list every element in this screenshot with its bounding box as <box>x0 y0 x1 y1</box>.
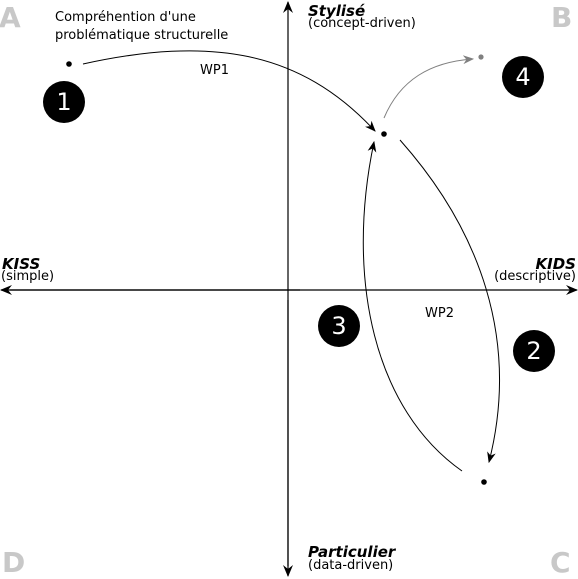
point-top-right <box>478 54 484 60</box>
step-badge-1: 1 <box>43 81 85 123</box>
step-badge-4: 4 <box>502 56 544 98</box>
step-badge-2: 2 <box>513 330 555 372</box>
axis-bottom-title: Particulier <box>308 543 396 561</box>
problem-label-line1: Compréhention d'une <box>55 10 196 25</box>
arrow-wp1 <box>82 50 376 132</box>
axis-top-subtitle: (concept-driven) <box>308 16 416 31</box>
arrow-wp2 <box>399 139 500 464</box>
axis-left-subtitle: (simple) <box>1 269 55 284</box>
arrow-to-4 <box>383 55 475 119</box>
corner-d: D <box>2 546 26 579</box>
axis-top-title: Stylisé <box>308 2 366 20</box>
axis-right-subtitle: (descriptive) <box>494 269 576 284</box>
point-center <box>381 131 387 137</box>
point-start <box>66 61 72 67</box>
corner-b: B <box>551 1 573 34</box>
corner-c: C <box>550 546 571 579</box>
problem-label: Compréhention d'une problématique struct… <box>55 9 228 44</box>
axis-bottom-subtitle: (data-driven) <box>308 558 394 573</box>
problem-label-line2: problématique structurelle <box>55 27 229 43</box>
axis-left-title: KISS <box>2 255 41 273</box>
arrow-return <box>362 140 463 472</box>
arrow-wp1-label: WP1 <box>200 63 229 78</box>
step-badge-3: 3 <box>318 305 360 347</box>
arrow-wp2-label: WP2 <box>425 306 454 321</box>
corner-a: A <box>0 1 21 34</box>
point-bottom <box>481 479 487 485</box>
axis-right-title: KIDS <box>535 255 576 273</box>
